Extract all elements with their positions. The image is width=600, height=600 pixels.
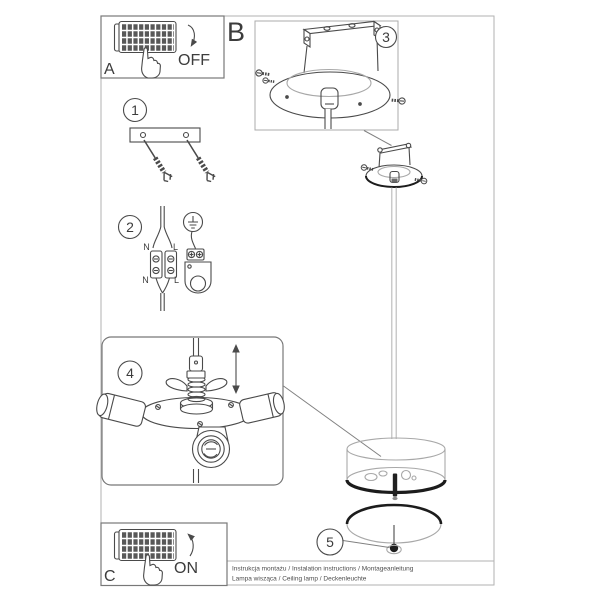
cable-clamp-drawing (184, 248, 212, 294)
wing-nut (165, 378, 228, 392)
lamp-internal-assembly-drawing (96, 338, 285, 483)
footer: Instrukcja montażu / Instalation instruc… (227, 560, 494, 583)
breaker-panel-icon-c (115, 530, 177, 561)
curved-arrow-up-icon (187, 533, 196, 557)
height-adjust-arrow-icon (232, 344, 240, 394)
pointer-line-step4 (283, 385, 382, 457)
step3-panel-box (254, 20, 399, 131)
mounting-bar-drawing (129, 127, 201, 143)
pendant-lamp-group: 5 (283, 130, 447, 556)
shade-inner-sockets (364, 469, 417, 482)
step4-number: 4 (126, 365, 134, 381)
panel-c: C ON (100, 522, 228, 587)
wire-label-n-top: N (143, 242, 150, 252)
pointer-line-step3 (363, 130, 392, 146)
step4-badge: 4 (117, 360, 143, 386)
pull-knob-drawing (386, 525, 402, 555)
step1-badge: 1 (122, 97, 148, 123)
ground-symbol-icon (182, 211, 204, 233)
step3-panel: 3 (253, 20, 407, 131)
label-a: A (104, 61, 115, 78)
pendant-cable-drawing (391, 187, 397, 439)
step3-number: 3 (382, 29, 390, 45)
power-cable-drawing (152, 206, 173, 311)
wall-anchor-left (140, 138, 173, 183)
ceiling-canopy-drawing (269, 68, 391, 129)
curved-arrow-down-icon (187, 24, 198, 47)
pendant-canopy-drawing (359, 162, 429, 188)
panel-a: A OFF (100, 15, 225, 79)
footer-line1: Instrukcja montażu / Instalation instruc… (232, 566, 414, 573)
pendant-bracket-drawing (376, 142, 413, 169)
step5-badge: 5 (316, 528, 344, 556)
step5-number: 5 (326, 534, 334, 550)
lamp-shade-drawing (345, 437, 447, 501)
footer-line2: Lampa wisząca / Ceiling lamp / Deckenleu… (232, 576, 367, 583)
mounting-bracket-drawing (302, 20, 382, 74)
wire-label-l-top: L (173, 242, 178, 252)
pointer-line-step5 (342, 540, 390, 548)
label-b: B (227, 17, 245, 47)
step3-badge: 3 (374, 25, 398, 49)
step2-group: 2 N L N L (117, 206, 212, 311)
step4-panel: 4 (96, 336, 285, 486)
hub-and-spring (179, 376, 214, 415)
center-rod (392, 473, 398, 497)
socket-right (239, 392, 285, 424)
wire-label-l-bottom: L (174, 275, 179, 285)
step2-number: 2 (126, 219, 134, 235)
step1-group: 1 (122, 97, 217, 184)
terminal-block-drawing (149, 250, 178, 279)
ground-wire (190, 231, 197, 249)
step1-number: 1 (131, 102, 139, 118)
label-c: C (104, 568, 116, 585)
cord-grip (186, 338, 206, 379)
wall-anchor-right (183, 138, 216, 183)
outer-frame (100, 15, 495, 586)
step2-badge: 2 (117, 214, 143, 240)
label-on: ON (174, 560, 198, 577)
wire-label-n-bottom: N (142, 275, 149, 285)
label-off: OFF (178, 52, 210, 69)
socket-front (191, 426, 231, 469)
plate-screws (155, 402, 234, 427)
socket-left (96, 392, 147, 427)
